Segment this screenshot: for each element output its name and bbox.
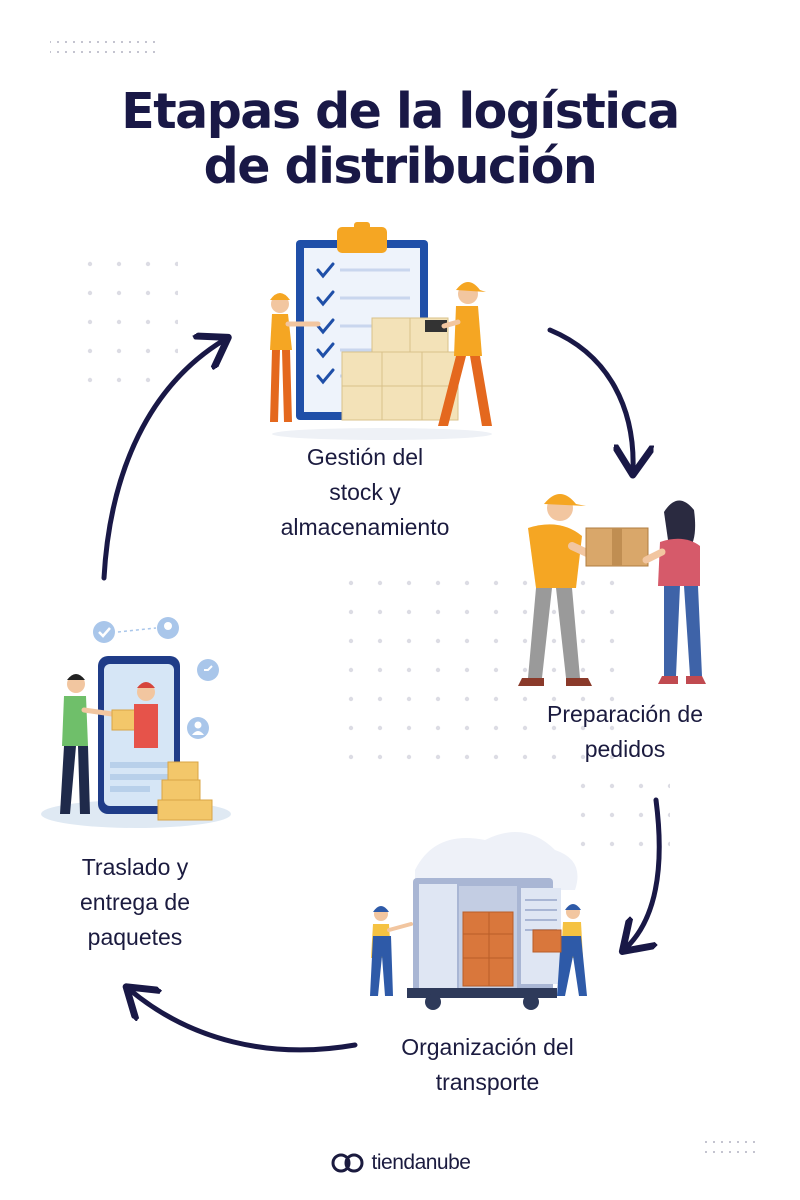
brand-footer: tiendanube: [0, 1150, 800, 1176]
stage-label-line: paquetes: [87, 924, 183, 950]
arrow-delivery-to-stock: [101, 340, 224, 581]
stage-label-line: Traslado y: [81, 854, 189, 880]
stage-label-line: Gestión del: [306, 444, 424, 470]
arrow-orders-to-transport: [626, 797, 662, 948]
page-title: Etapas de la logística de distribución: [0, 84, 800, 194]
stage-label-transport: Organización del transporte: [360, 1030, 615, 1100]
stage-label-stock: Gestión del stock y almacenamiento: [235, 440, 495, 545]
stage-label-line: Preparación de: [547, 701, 703, 727]
arrow-stock-to-orders: [547, 327, 633, 470]
stage-label-line: pedidos: [584, 736, 666, 762]
stage-label-line: stock y: [329, 479, 401, 505]
brand-name: tiendanube: [371, 1151, 471, 1174]
stage-label-line: transporte: [435, 1069, 540, 1095]
phone-delivery-icon: [41, 617, 231, 828]
stage-label-line: Organización del: [401, 1034, 574, 1060]
page-title-line-2: de distribución: [203, 138, 598, 195]
stage-label-line: almacenamiento: [280, 514, 450, 540]
truck-loading-icon: [370, 832, 587, 1010]
page-title-line-1: Etapas de la logística: [121, 83, 680, 140]
stage-label-line: entrega de: [80, 889, 190, 915]
stage-label-orders: Preparación de pedidos: [505, 697, 745, 767]
tiendanube-logo-icon: [331, 1153, 364, 1173]
stage-label-delivery: Traslado y entrega de paquetes: [40, 850, 230, 955]
clipboard-warehouse-workers-icon: [270, 222, 492, 440]
arrow-transport-to-delivery: [130, 990, 358, 1053]
box-handover-icon: [518, 494, 706, 686]
